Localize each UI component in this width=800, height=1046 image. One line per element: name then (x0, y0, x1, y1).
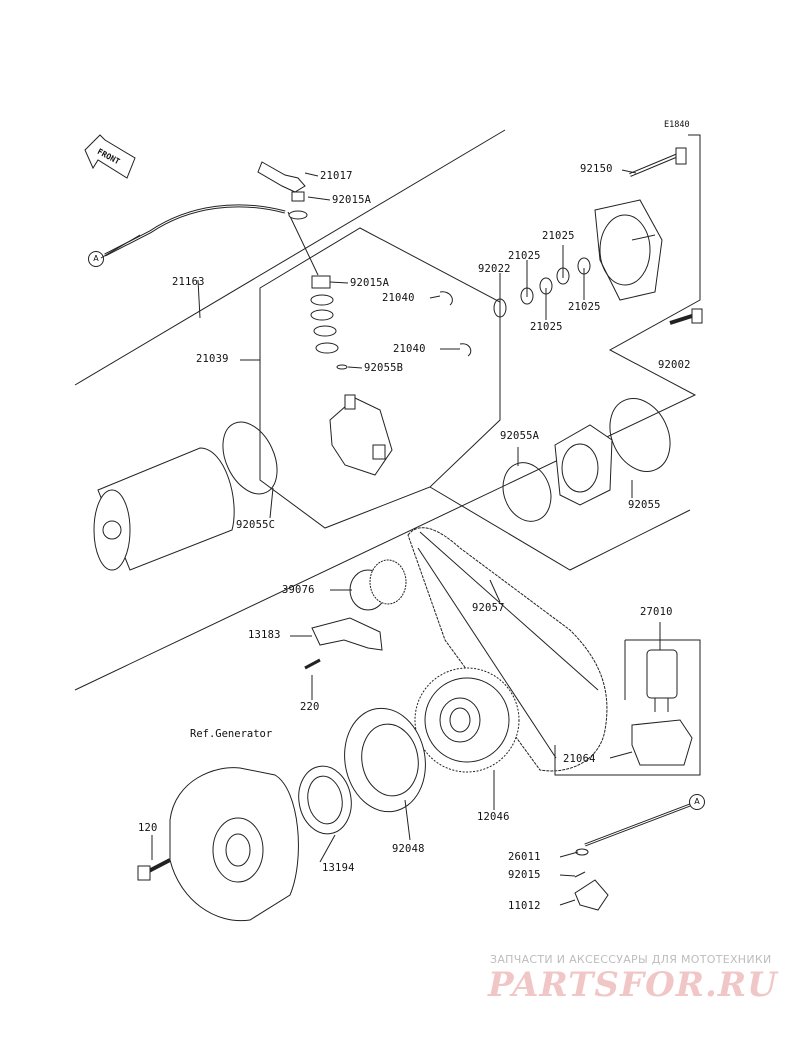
watermark-tagline: ЗАПЧАСТИ И АКСЕССУАРЫ ДЛЯ МОТОТЕХНИКИ (490, 953, 772, 966)
guide-bracket (311, 617, 383, 651)
part-label: 21040 (382, 292, 415, 304)
terminal-cap (257, 161, 306, 193)
connector-a-bottom: A (689, 794, 705, 810)
part-label: 21017 (320, 170, 353, 182)
starter-motor (97, 447, 235, 571)
starter-clutch (344, 707, 426, 813)
starter-flange (554, 424, 613, 506)
diagram-code: E1840 (664, 120, 690, 130)
starter-chain (407, 527, 608, 772)
watermark-logo: PARTSFOR.RU (488, 965, 778, 1005)
part-label: 92055A (500, 430, 540, 442)
part-label: 92022 (478, 263, 511, 275)
connector-a-top: A (88, 251, 104, 267)
part-label: 21039 (196, 353, 229, 365)
part-label: 92015A (350, 277, 390, 289)
part-label: 21025 (530, 321, 563, 333)
part-label: 21064 (563, 753, 596, 765)
reference-label: Ref.Generator (190, 728, 273, 740)
part-label: 12046 (477, 811, 510, 823)
part-label: 92048 (392, 843, 425, 855)
part-label: 21163 (172, 276, 205, 288)
part-label: 92015 (508, 869, 541, 881)
part-label: 11012 (508, 900, 541, 912)
part-label: 92055 (628, 499, 661, 511)
generator-rotor (169, 767, 299, 922)
o-ring-92055 (609, 398, 671, 472)
starter-brush-frame (259, 227, 501, 529)
part-label: 21025 (542, 230, 575, 242)
lower-terminal-cap (574, 879, 609, 911)
relay-box-frame (554, 639, 701, 776)
part-label: 92055B (364, 362, 404, 374)
front-arrow-icon (84, 134, 136, 179)
part-label: 13194 (322, 862, 355, 874)
part-label: 120 (138, 822, 158, 834)
relay-cover (631, 719, 693, 766)
part-label: 13183 (248, 629, 281, 641)
part-label: 92150 (580, 163, 613, 175)
part-label: 220 (300, 701, 320, 713)
part-label: 92057 (472, 602, 505, 614)
starter-end-cover (594, 199, 663, 301)
part-label: 26011 (508, 851, 541, 863)
part-label: 21040 (393, 343, 426, 355)
part-label: 92055C (236, 519, 276, 531)
o-ring-92055a (502, 462, 552, 522)
part-label: 92015A (332, 194, 372, 206)
part-label: 92002 (658, 359, 691, 371)
starter-relay (646, 649, 678, 699)
part-label: 21025 (508, 250, 541, 262)
o-ring-92055c (222, 421, 278, 495)
starter-cable (104, 204, 286, 257)
part-label: 21025 (568, 301, 601, 313)
part-label: 39076 (282, 584, 315, 596)
part-label: 27010 (640, 606, 673, 618)
brush-holder (329, 397, 393, 476)
